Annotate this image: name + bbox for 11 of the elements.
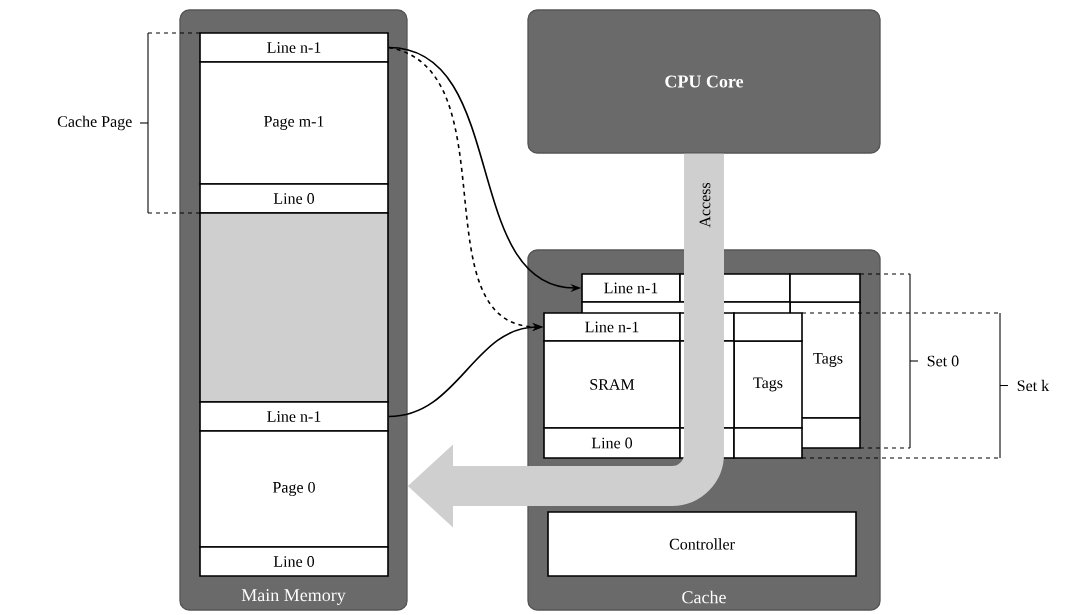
- memory-region: [199, 212, 389, 403]
- line-cell: Line 0: [199, 183, 389, 214]
- line-cell: Line 0: [199, 546, 389, 577]
- controller-box: Controller: [547, 511, 857, 577]
- line-cell: Line n-1: [581, 273, 681, 303]
- bracket-label: Cache Page: [57, 115, 132, 131]
- line-cell: Line n-1: [199, 401, 389, 432]
- bracket-label: Set 0: [927, 355, 959, 367]
- line-cell: Line n-1: [199, 32, 389, 63]
- cpu-box: CPU Core: [527, 9, 881, 154]
- bracket-label: Set k: [1017, 379, 1050, 392]
